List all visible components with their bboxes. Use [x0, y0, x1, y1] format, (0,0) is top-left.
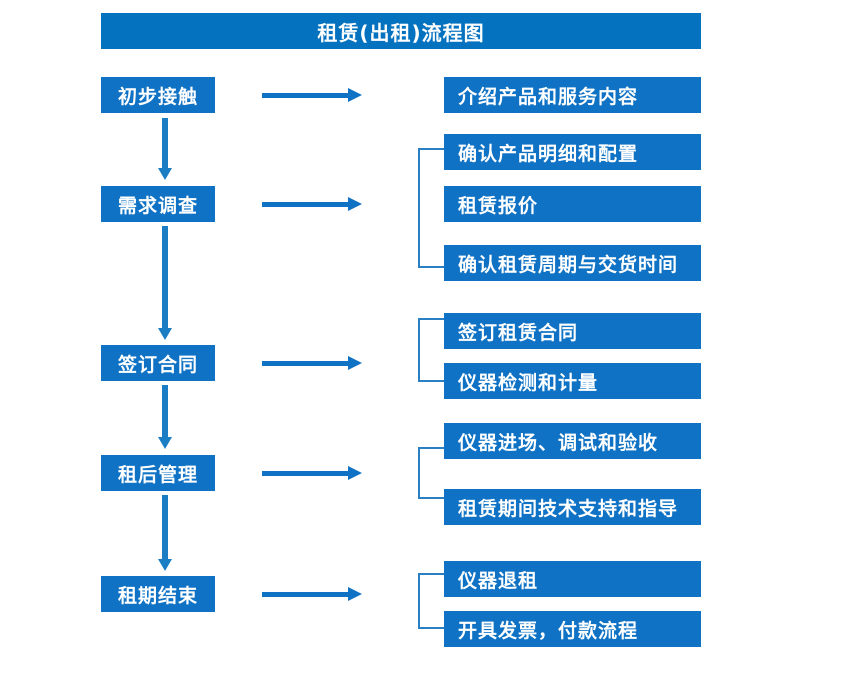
horizontal-arrow-4 [262, 466, 362, 480]
stage-box-4[interactable]: 租后管理 [101, 455, 215, 491]
stage-box-3[interactable]: 签订合同 [101, 345, 215, 381]
detail-box-3[interactable]: 租赁报价 [444, 186, 701, 222]
horizontal-arrow-1 [262, 88, 362, 102]
horizontal-arrow-2 [262, 197, 362, 211]
bracket-connector-group-2 [418, 148, 444, 268]
detail-box-1[interactable]: 介绍产品和服务内容 [444, 77, 701, 113]
bracket-connector-group-5 [418, 573, 444, 629]
bracket-connector-group-3 [418, 318, 444, 382]
detail-box-6[interactable]: 仪器检测和计量 [444, 363, 701, 399]
detail-box-2[interactable]: 确认产品明细和配置 [444, 134, 701, 170]
vertical-arrow-3 [158, 385, 172, 449]
stage-box-1[interactable]: 初步接触 [101, 77, 215, 113]
detail-box-8[interactable]: 租赁期间技术支持和指导 [444, 489, 701, 525]
stage-box-5[interactable]: 租期结束 [101, 576, 215, 612]
bracket-connector-group-4 [418, 447, 444, 499]
detail-box-4[interactable]: 确认租赁周期与交货时间 [444, 245, 701, 281]
vertical-arrow-4 [158, 495, 172, 571]
horizontal-arrow-3 [262, 356, 362, 370]
detail-box-7[interactable]: 仪器进场、调试和验收 [444, 423, 701, 459]
horizontal-arrow-5 [262, 587, 362, 601]
detail-box-10[interactable]: 开具发票，付款流程 [444, 611, 701, 647]
detail-box-5[interactable]: 签订租赁合同 [444, 313, 701, 349]
detail-box-9[interactable]: 仪器退租 [444, 561, 701, 597]
vertical-arrow-2 [158, 226, 172, 340]
stage-box-2[interactable]: 需求调查 [101, 186, 215, 222]
page-title: 租赁(出租)流程图 [101, 13, 701, 49]
vertical-arrow-1 [158, 118, 172, 180]
